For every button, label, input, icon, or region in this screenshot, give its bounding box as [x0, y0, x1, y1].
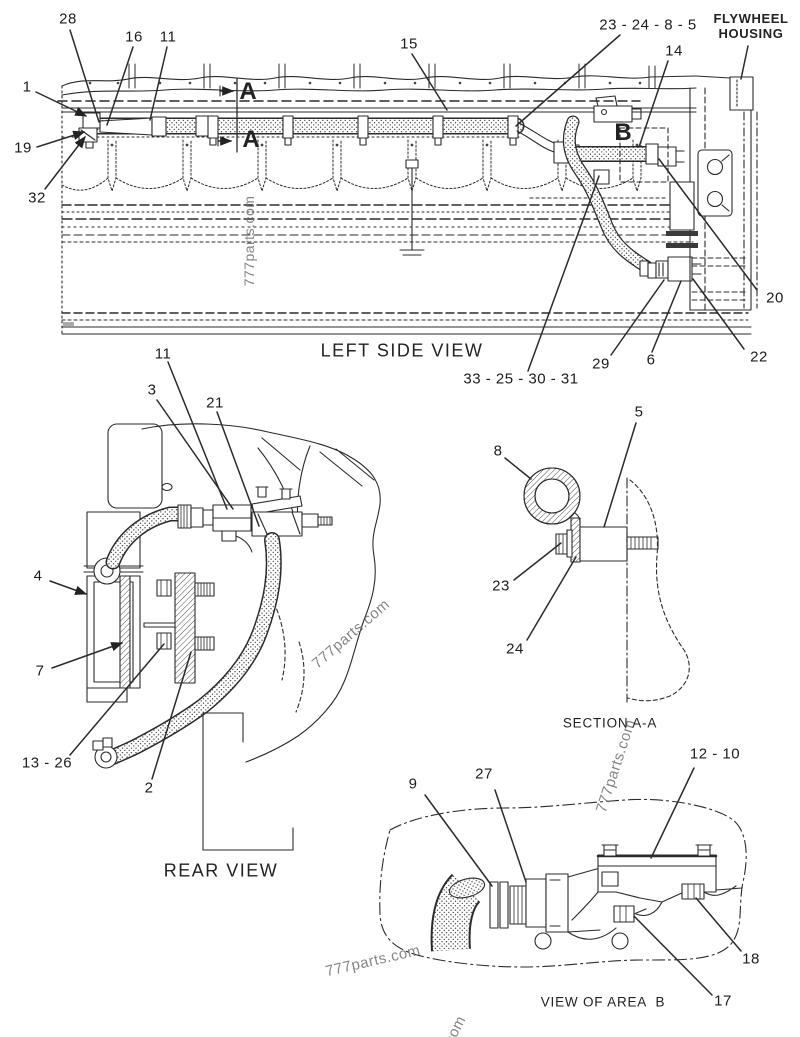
- callout-section-8: 8: [493, 442, 503, 460]
- callout-28: 28: [59, 10, 77, 28]
- callout-11: 11: [159, 28, 177, 46]
- callout-14: 14: [665, 42, 683, 60]
- left-side-view-title: LEFT SIDE VIEW: [320, 340, 484, 361]
- section-aa-drawing: [523, 467, 690, 703]
- area-letter-b: B: [614, 119, 632, 146]
- callout-20: 20: [766, 289, 784, 307]
- callout-rear-4: 4: [33, 567, 43, 585]
- left-side-view-drawing: [57, 63, 758, 335]
- view-area-b-drawing: [379, 798, 747, 968]
- flywheel-housing-label: FLYWHEEL HOUSING: [713, 11, 789, 41]
- section-letter-a-top: A: [239, 78, 257, 105]
- callout-rear-11: 11: [154, 345, 172, 363]
- callout-15: 15: [400, 35, 418, 53]
- leader-lines: [35, 29, 758, 996]
- callout-rear-3: 3: [147, 381, 157, 399]
- callout-section-5: 5: [634, 403, 644, 421]
- view-area-b-title: VIEW OF AREA B: [540, 994, 666, 1010]
- callout-29: 29: [592, 355, 610, 373]
- callout-section-23: 23: [492, 577, 510, 595]
- section-letter-a-bottom: A: [242, 126, 260, 153]
- watermark: 777parts.com: [241, 195, 257, 287]
- callout-1: 1: [22, 78, 32, 96]
- callout-33-25-30-31: 33 - 25 - 30 - 31: [463, 370, 579, 388]
- callout-6: 6: [646, 351, 656, 369]
- rear-view-drawing: [83, 423, 381, 851]
- callout-section-24: 24: [506, 640, 524, 658]
- callout-rear-13-26: 13 - 26: [21, 754, 73, 772]
- callout-23-24-8-5: 23 - 24 - 8 - 5: [599, 16, 697, 34]
- callout-32: 32: [28, 189, 46, 207]
- callout-16: 16: [125, 28, 143, 46]
- callout-rear-7: 7: [35, 662, 45, 680]
- callout-areab-27: 27: [475, 765, 493, 783]
- callout-areab-9: 9: [408, 775, 418, 793]
- callout-areab-18: 18: [742, 950, 760, 968]
- callout-rear-21: 21: [206, 394, 224, 412]
- callout-areab-12-10: 12 - 10: [689, 745, 741, 763]
- callout-19: 19: [14, 139, 32, 157]
- callout-rear-2: 2: [144, 779, 154, 797]
- rear-view-title: REAR VIEW: [163, 860, 279, 881]
- callout-22: 22: [750, 348, 768, 366]
- section-aa-title: SECTION A-A: [562, 715, 658, 731]
- callout-areab-17: 17: [714, 992, 732, 1010]
